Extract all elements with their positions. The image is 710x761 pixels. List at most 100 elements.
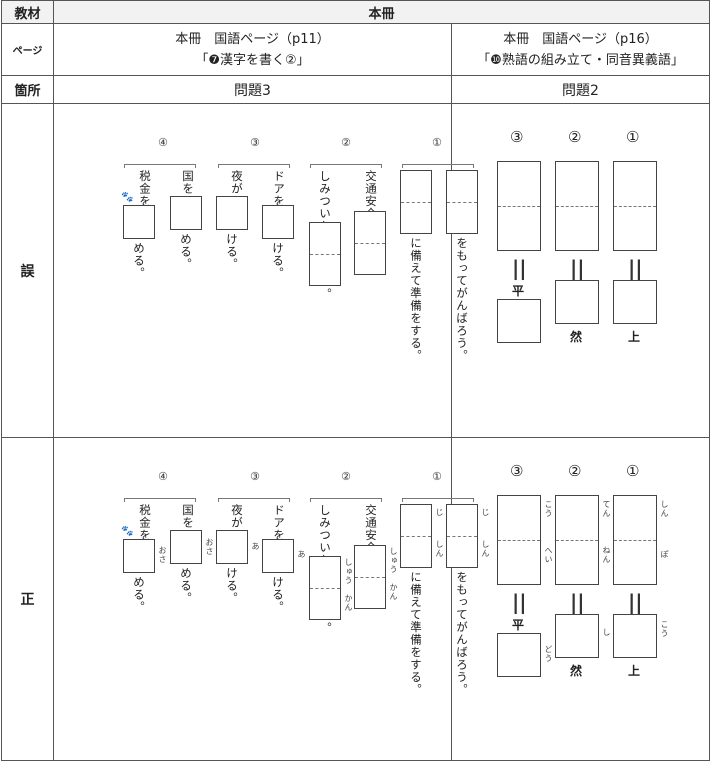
paw-icon: 🐾 xyxy=(121,526,134,537)
answer-box xyxy=(354,211,386,275)
num-1: ① xyxy=(432,136,442,149)
answer-box xyxy=(216,196,248,230)
bracket-3 xyxy=(218,498,290,502)
answer-box xyxy=(497,633,541,677)
section-label: 箇所 xyxy=(1,75,54,104)
p4b-end: める。 xyxy=(179,233,193,271)
p4b-text: 国を xyxy=(181,504,195,529)
q2-wrong: ③ ② ① || || || 平 然 上 xyxy=(450,103,710,438)
kanji-jou: 上 xyxy=(628,664,641,678)
answer-box xyxy=(613,614,657,658)
kanji-hira: 平 xyxy=(512,284,525,298)
kanji-zen: 然 xyxy=(570,664,583,678)
equals-mark: || xyxy=(512,590,527,614)
q2-num-1: ① xyxy=(626,128,640,146)
answer-box xyxy=(613,280,657,324)
ruby-s3: どう xyxy=(544,645,553,663)
q2-right: ③ ② ① こう へい てん ねん しん ぽ || || || 平 どう し xyxy=(450,437,710,761)
p2a-text: しみついた xyxy=(318,504,332,567)
header-book: 本冊 xyxy=(52,0,710,24)
num-3: ③ xyxy=(250,136,260,149)
ruby-p4b: おさ xyxy=(205,538,214,556)
bracket-2 xyxy=(310,498,382,502)
q3-wrong: ④ ③ ② ① 税金を 🐾 める。 国を める。 夜が ける。 xyxy=(53,103,478,438)
kanji-jou: 上 xyxy=(628,330,641,344)
page-left: 本冊 国語ページ（p11）「❼漢字を書く②」 xyxy=(53,23,452,76)
answer-box xyxy=(613,161,657,251)
q2-num-1: ① xyxy=(626,462,640,480)
p3b-end: ける。 xyxy=(271,576,285,614)
kanji-hira: 平 xyxy=(512,618,525,632)
p4b-text: 国を xyxy=(181,170,195,195)
equals-mark: || xyxy=(628,256,643,280)
ruby-r2-bot: ねん xyxy=(602,546,611,564)
ruby-p4a: おさ xyxy=(158,546,167,564)
section-right: 問題2 xyxy=(450,75,710,104)
answer-box xyxy=(555,495,599,585)
ruby-r1-bot: ぽ xyxy=(660,550,669,559)
ruby-r2-top: てん xyxy=(602,500,611,518)
p4b-end: める。 xyxy=(179,567,193,605)
bracket-3 xyxy=(218,164,290,168)
answer-box xyxy=(123,539,155,573)
right-label: 正 xyxy=(1,437,54,761)
num-3: ③ xyxy=(250,470,260,483)
ruby-p3b: あ xyxy=(297,550,306,559)
p3a-text: 夜が xyxy=(230,170,244,195)
num-2: ② xyxy=(341,470,351,483)
answer-box xyxy=(262,205,294,239)
p4a-end: める。 xyxy=(132,242,146,280)
q2-num-3: ③ xyxy=(510,462,524,480)
bracket-2 xyxy=(310,164,382,168)
p3a-text: 夜が xyxy=(230,504,244,529)
q2-num-2: ② xyxy=(568,128,582,146)
ruby-s2: し xyxy=(602,628,611,637)
answer-box xyxy=(170,530,202,564)
p3a-end: ける。 xyxy=(225,233,239,271)
answer-box xyxy=(497,161,541,251)
p2a-end: 。 xyxy=(319,622,333,635)
equals-mark: || xyxy=(512,256,527,280)
answer-box xyxy=(309,556,341,620)
ruby-p2b-bot: かん xyxy=(389,583,398,601)
ruby-p2b-top: しゅう xyxy=(389,547,398,574)
num-2: ② xyxy=(341,136,351,149)
answer-box xyxy=(354,545,386,609)
answer-box xyxy=(497,495,541,585)
answer-box xyxy=(613,495,657,585)
answer-box xyxy=(555,614,599,658)
answer-box xyxy=(400,170,432,234)
num-4: ④ xyxy=(158,470,168,483)
equals-mark: || xyxy=(570,256,585,280)
equals-mark: || xyxy=(628,590,643,614)
answer-box xyxy=(309,222,341,286)
equals-mark: || xyxy=(570,590,585,614)
ruby-s1: こう xyxy=(660,620,669,638)
page-right: 本冊 国語ページ（p16）「❿熟語の組み立て・同音異義語」 xyxy=(450,23,710,76)
p2a-text: しみついた xyxy=(318,170,332,233)
answer-box xyxy=(555,280,599,324)
num-1: ① xyxy=(432,470,442,483)
num-4: ④ xyxy=(158,136,168,149)
answer-box xyxy=(170,196,202,230)
bracket-4 xyxy=(124,164,196,168)
page-label: ページ xyxy=(1,23,54,76)
answer-box xyxy=(262,539,294,573)
paw-icon: 🐾 xyxy=(121,192,134,203)
p1a-end: に備えて準備をする。 xyxy=(409,237,423,362)
p3b-text: ドアを xyxy=(272,170,286,208)
q2-num-3: ③ xyxy=(510,128,524,146)
answer-box xyxy=(216,530,248,564)
p4a-text: 税金を xyxy=(138,504,152,542)
q3-right: ④ ③ ② ① 税金を 🐾 おさ める。 国を おさ める。 夜が あ xyxy=(53,437,490,761)
section-left: 問題3 xyxy=(53,75,452,104)
p3b-text: ドアを xyxy=(272,504,286,542)
p2b-text: 交通安全 xyxy=(364,170,378,220)
ruby-p1a-top: じ xyxy=(435,508,444,517)
p4a-text: 税金を xyxy=(138,170,152,208)
p2b-text: 交通安全 xyxy=(364,504,378,554)
header-material: 教材 xyxy=(1,0,54,24)
ruby-p2a-bot: かん xyxy=(344,594,353,612)
ruby-r3-bot: へい xyxy=(544,546,553,564)
